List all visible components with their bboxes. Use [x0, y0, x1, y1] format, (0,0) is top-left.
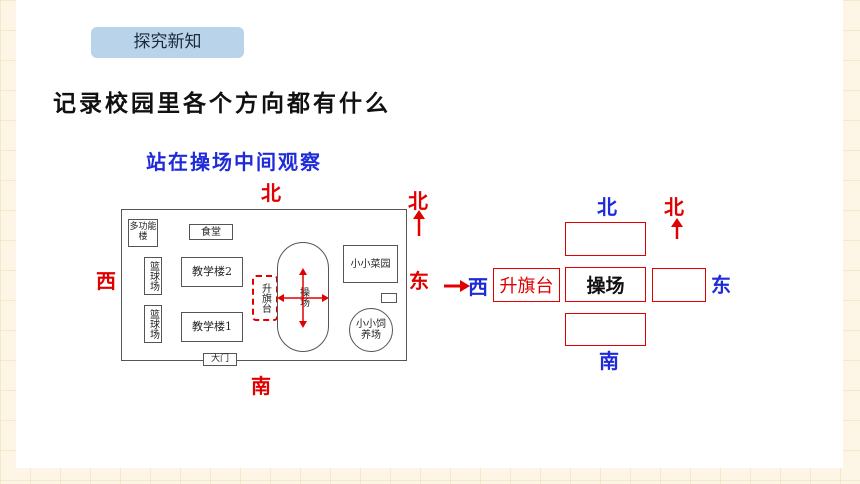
basketball-court-bottom: 篮球场: [144, 305, 162, 343]
grid-compass-arrow-icon: [671, 218, 683, 239]
map-west-label: 西: [96, 269, 116, 293]
grid-north-label: 北: [597, 195, 617, 219]
grid-compass-north-label: 北: [664, 195, 684, 219]
map-compass-north-label: 北: [408, 189, 428, 213]
grid-south-cell: [565, 313, 646, 346]
grid-center-cell: 操场: [565, 267, 646, 302]
map-south-label: 南: [251, 374, 271, 398]
teaching-building-2: 教学楼2: [181, 257, 243, 287]
animal-farm: 小小饲养场: [349, 308, 393, 352]
right-arrow-icon: [444, 280, 470, 292]
grid-east-label: 东: [711, 273, 731, 297]
map-compass-arrow-icon: [413, 210, 425, 236]
grid-west-cell: 升旗台: [493, 268, 560, 302]
main-gate: 大门: [203, 353, 237, 366]
grid-east-cell: [652, 268, 706, 302]
teaching-building-1: 教学楼1: [181, 312, 243, 342]
map-north-label: 北: [261, 181, 281, 205]
grid-north-cell: [565, 222, 646, 256]
grid-south-label: 南: [599, 349, 619, 373]
observation-label: 站在操场中间观察: [146, 150, 322, 174]
section-label: 探究新知: [91, 27, 244, 58]
map-east-label: 东: [409, 269, 429, 293]
vegetable-garden: 小小菜园: [343, 245, 398, 283]
campus-map: 多功能楼 食堂 篮球场 篮球场 教学楼2 教学楼1 升旗台 操场 小小菜园 小小…: [121, 209, 407, 366]
page-heading: 记录校园里各个方向都有什么: [53, 91, 391, 117]
grid-west-label: 西: [468, 275, 488, 299]
basketball-court-top: 篮球场: [144, 257, 162, 295]
canteen: 食堂: [189, 224, 233, 240]
office-building: 多功能楼: [128, 219, 158, 247]
playground-cross-arrows-icon: [277, 268, 329, 328]
flag-platform: 升旗台: [252, 275, 278, 321]
small-building: [381, 293, 397, 303]
